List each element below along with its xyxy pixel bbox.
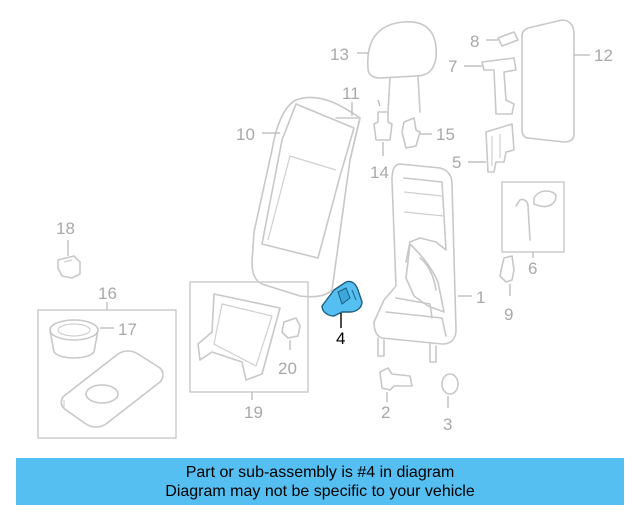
clip-part-18 bbox=[57, 255, 81, 279]
headrest-part bbox=[367, 21, 438, 113]
callout-1: 1 bbox=[476, 288, 485, 307]
guide-sleeve-part-15 bbox=[401, 117, 421, 149]
bolt-part-2 bbox=[379, 367, 413, 391]
parts-diagram: 13 8 7 12 5 11 10 14 15 bbox=[37, 19, 613, 439]
seat-back-board-part bbox=[197, 293, 281, 381]
callout-2: 2 bbox=[381, 403, 390, 422]
callout-11: 11 bbox=[342, 84, 360, 103]
callout-12: 12 bbox=[594, 46, 613, 65]
seat-back-frame-part-1 bbox=[373, 163, 457, 363]
clip-part-9 bbox=[499, 255, 515, 283]
highlighted-part-4 bbox=[321, 280, 363, 317]
clip-part-20 bbox=[281, 317, 301, 339]
callout-13: 13 bbox=[330, 45, 349, 64]
guide-sleeve-part-14 bbox=[373, 111, 393, 141]
callout-19: 19 bbox=[244, 403, 263, 422]
banner-line-part-number: Part or sub-assembly is #4 in diagram bbox=[185, 463, 455, 481]
armrest-part bbox=[60, 350, 164, 428]
back-panel-part-12 bbox=[521, 19, 575, 143]
callout-3: 3 bbox=[443, 415, 452, 434]
clip-part-8 bbox=[497, 31, 519, 47]
callout-20: 20 bbox=[278, 359, 297, 378]
callout-5: 5 bbox=[452, 153, 461, 172]
callout-9: 9 bbox=[504, 305, 513, 324]
seat-back-cushion-part-10 bbox=[251, 96, 361, 298]
callout-14: 14 bbox=[370, 163, 389, 182]
callout-4: 4 bbox=[336, 329, 345, 348]
callout-7: 7 bbox=[448, 57, 457, 76]
callout-17: 17 bbox=[118, 320, 137, 339]
callout-6: 6 bbox=[528, 259, 537, 278]
callout-16: 16 bbox=[98, 284, 117, 303]
ring-part-3 bbox=[441, 373, 459, 395]
callout-8: 8 bbox=[470, 32, 479, 51]
rod-group-box bbox=[501, 181, 565, 253]
cup-holder-part-17 bbox=[49, 319, 99, 359]
callout-10: 10 bbox=[236, 125, 255, 144]
callout-18: 18 bbox=[56, 219, 75, 238]
bracket-part-7 bbox=[481, 57, 517, 115]
info-banner: Part or sub-assembly is #4 in diagram Di… bbox=[16, 458, 624, 505]
latch-part-5 bbox=[485, 123, 515, 173]
rod-part-6 bbox=[515, 190, 557, 241]
banner-line-disclaimer: Diagram may not be specific to your vehi… bbox=[165, 482, 475, 500]
callout-15: 15 bbox=[436, 125, 455, 144]
seat-back-board-group-box bbox=[189, 281, 309, 393]
